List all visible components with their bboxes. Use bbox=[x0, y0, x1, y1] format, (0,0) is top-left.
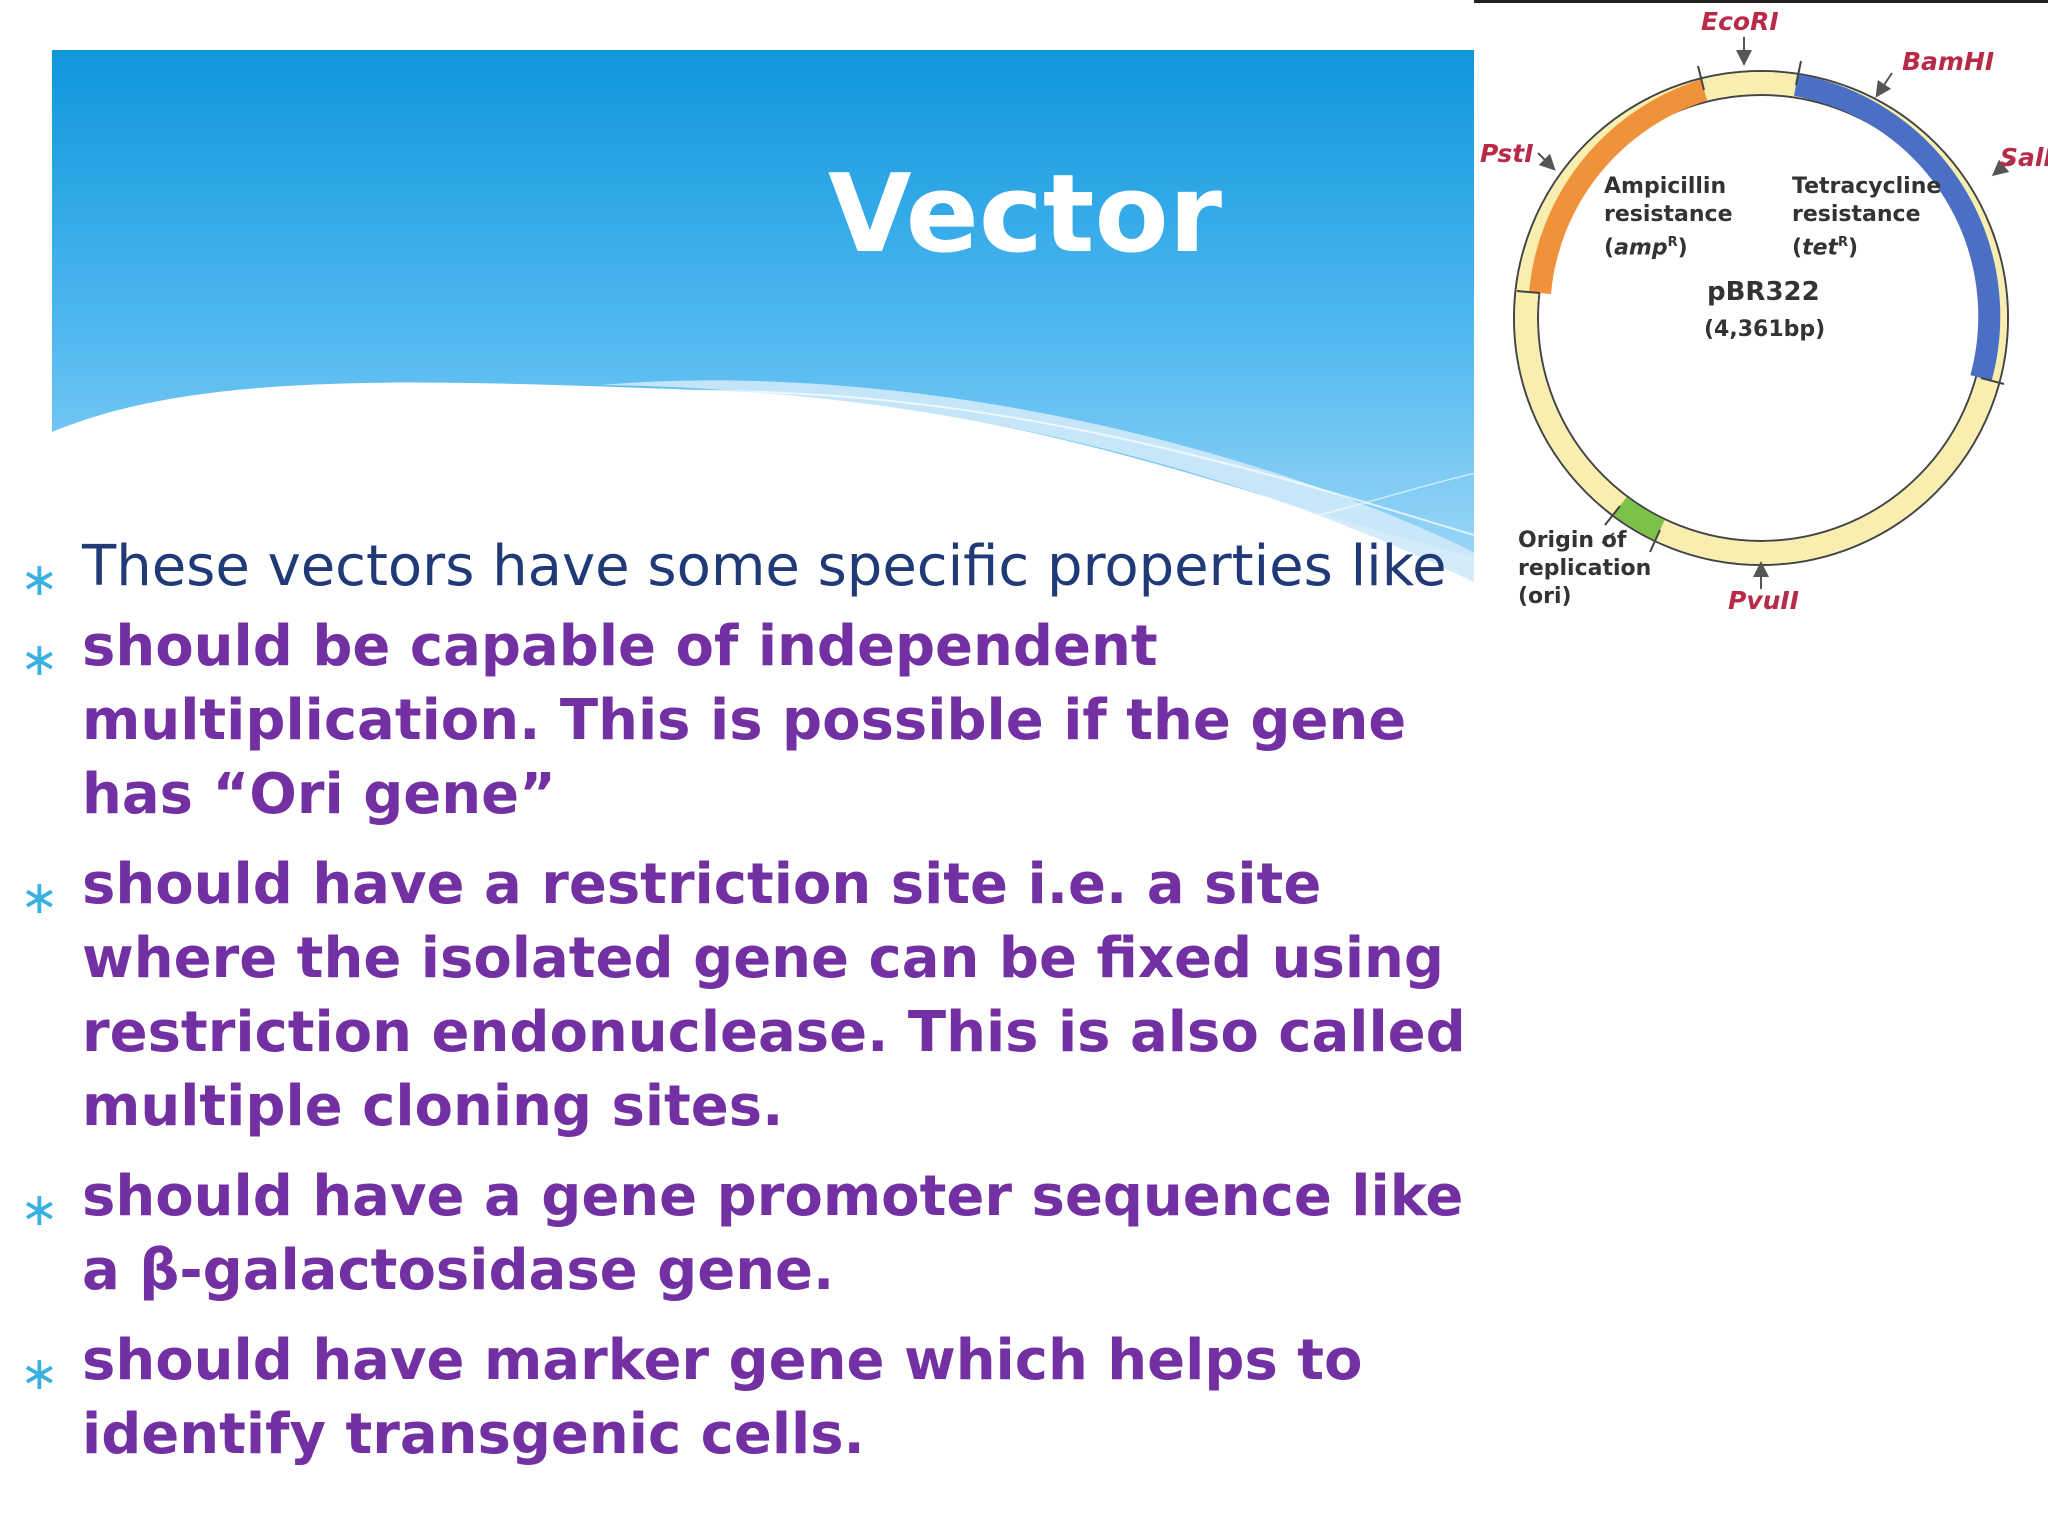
gene-symbol: amp bbox=[1614, 235, 1668, 261]
plasmid-map-image: EcoRI BamHI SalI PstI PvuII Ampicillin r… bbox=[1474, 0, 2048, 621]
bullet-marker-icon: ∗ bbox=[20, 870, 59, 924]
label-line: Origin of bbox=[1518, 528, 1627, 553]
tetracycline-resistance-label: Tetracycline resistance (tetR) bbox=[1792, 173, 1941, 262]
label-line: resistance bbox=[1604, 202, 1733, 227]
restriction-site-label: BamHI bbox=[1902, 47, 1995, 76]
label-line: resistance bbox=[1792, 202, 1921, 227]
ampicillin-resistance-label: Ampicillin resistance (ampR) bbox=[1604, 173, 1733, 262]
bullet-list: ∗ These vectors have some specific prope… bbox=[20, 530, 1520, 1488]
bullet-item-intro: ∗ These vectors have some specific prope… bbox=[20, 530, 1520, 606]
bullet-marker-icon: ∗ bbox=[20, 1182, 59, 1236]
title-banner bbox=[52, 50, 1491, 590]
gene-name: (tetR) bbox=[1792, 235, 1859, 261]
restriction-site-label: PvuII bbox=[1728, 586, 1800, 615]
gene-superscript: R bbox=[1667, 235, 1678, 250]
gene-name: (ampR) bbox=[1604, 235, 1688, 261]
label-line: Ampicillin bbox=[1604, 174, 1727, 199]
plasmid-size: (4,361bp) bbox=[1704, 317, 1826, 342]
bullet-text: should have a gene promoter sequence lik… bbox=[82, 1164, 1464, 1303]
bullet-item-marker-gene: ∗ should have marker gene which helps to… bbox=[20, 1324, 1520, 1472]
bullet-text: should have marker gene which helps to i… bbox=[82, 1328, 1363, 1467]
bullet-item-restriction-site: ∗ should have a restriction site i.e. a … bbox=[20, 848, 1520, 1144]
plasmid-ring bbox=[1513, 37, 2012, 589]
label-line: Tetracycline bbox=[1792, 174, 1942, 199]
gene-superscript: R bbox=[1838, 235, 1849, 250]
bullet-text: should be capable of independent multipl… bbox=[82, 614, 1407, 827]
restriction-site-label: PstI bbox=[1480, 139, 1534, 168]
gene-symbol: tet bbox=[1802, 235, 1839, 261]
bullet-item-independent-multiplication: ∗ should be capable of independent multi… bbox=[20, 610, 1520, 832]
restriction-site-label: EcoRI bbox=[1701, 7, 1779, 36]
label-line: replication bbox=[1518, 556, 1652, 581]
restriction-site-label: SalI bbox=[2000, 143, 2048, 172]
bullet-marker-icon: ∗ bbox=[20, 552, 59, 606]
bullet-marker-icon: ∗ bbox=[20, 1346, 59, 1400]
bullet-item-promoter: ∗ should have a gene promoter sequence l… bbox=[20, 1160, 1520, 1308]
origin-of-replication-label: Origin of replication (ori) bbox=[1518, 527, 1651, 611]
label-line: (ori) bbox=[1518, 584, 1572, 609]
slide-title: Vector bbox=[827, 152, 1223, 277]
plasmid-name: pBR322 bbox=[1707, 277, 1820, 307]
bullet-marker-icon: ∗ bbox=[20, 632, 59, 686]
bullet-text: should have a restriction site i.e. a si… bbox=[82, 852, 1466, 1139]
bullet-text: These vectors have some specific propert… bbox=[82, 534, 1447, 599]
